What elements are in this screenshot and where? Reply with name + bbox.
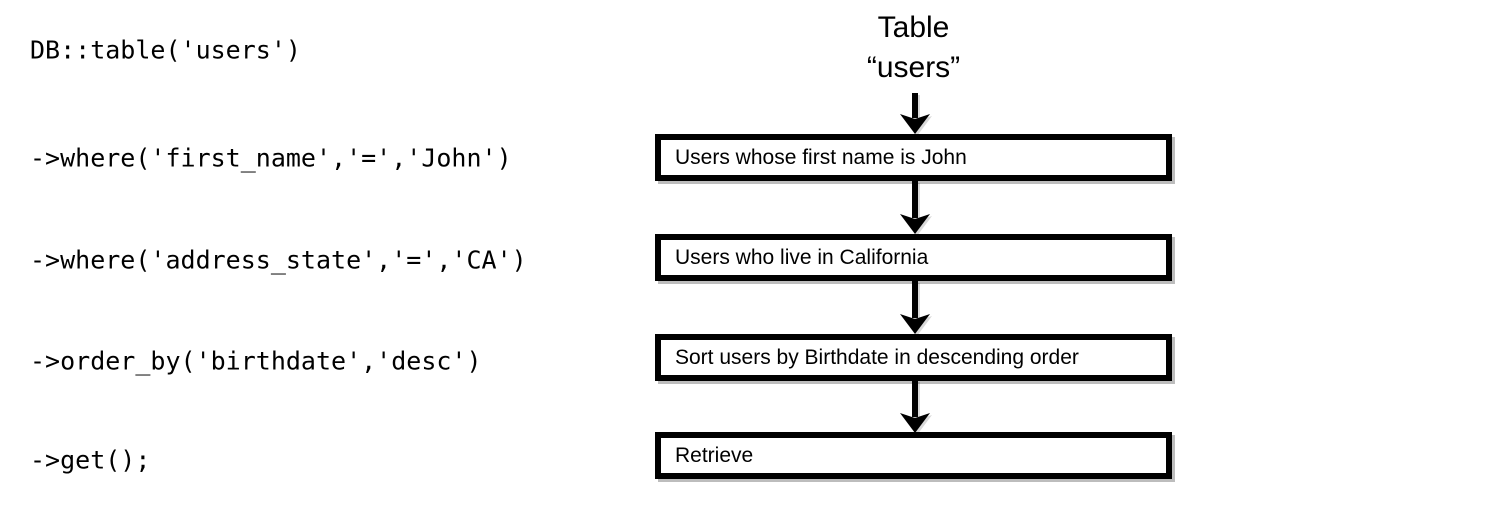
code-line-get: ->get();	[30, 445, 151, 475]
code-line-order-by: ->order_by('birthdate','desc')	[30, 346, 482, 376]
flow-box-label: Users whose first name is John	[675, 146, 967, 169]
flow-box-sort-birthdate: Sort users by Birthdate in descending or…	[655, 334, 1172, 381]
flow-box-retrieve: Retrieve	[655, 432, 1172, 479]
flow-box-label: Users who live in California	[675, 246, 929, 269]
flow-title-line1: Table	[877, 11, 950, 44]
flow-title: Table “users”	[655, 8, 1172, 88]
flow-box-filter-state: Users who live in California	[655, 234, 1172, 281]
flow-box-filter-first-name: Users whose first name is John	[655, 134, 1172, 181]
flow-title-line2: “users”	[866, 51, 961, 84]
code-line-where-address-state: ->where('address_state','=','CA')	[30, 245, 527, 275]
flow-box-label: Sort users by Birthdate in descending or…	[675, 346, 1079, 369]
arrow-down-icon	[900, 93, 930, 134]
arrow-down-icon	[900, 380, 930, 433]
arrow-down-icon	[900, 181, 930, 234]
code-line-where-first-name: ->where('first_name','=','John')	[30, 143, 512, 173]
arrow-down-icon	[900, 281, 930, 334]
code-line-db-table: DB::table('users')	[30, 35, 301, 65]
flow-box-label: Retrieve	[675, 444, 754, 467]
